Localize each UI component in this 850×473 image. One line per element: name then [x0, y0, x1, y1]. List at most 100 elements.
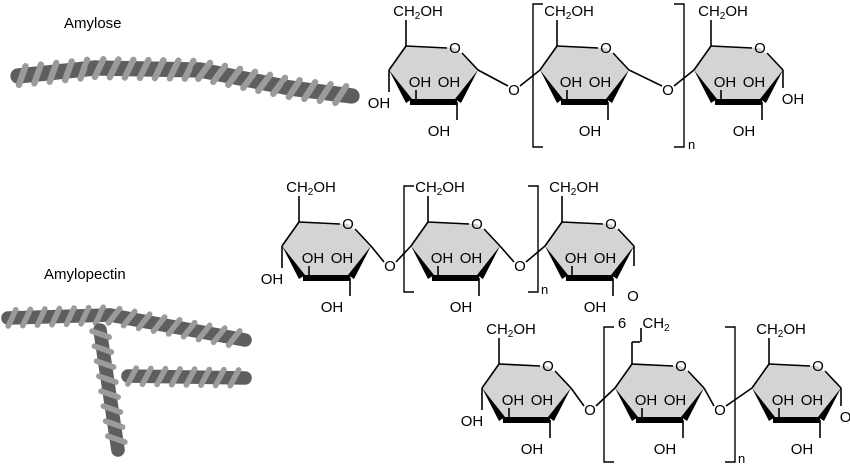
- helix-body: [192, 62, 298, 96]
- helix-turn: [106, 56, 122, 81]
- glycosidic-bond: [673, 69, 695, 87]
- glycosidic-bond: [725, 387, 753, 407]
- ring-bond: [768, 363, 811, 367]
- helix-turn: [198, 366, 213, 389]
- hydroxyl-label-c2: OH: [460, 250, 483, 267]
- glycosidic-oxygen-label: O: [514, 258, 526, 275]
- amylose-helix-segment-1: [10, 56, 103, 89]
- ch2oh-label: CH2OH: [393, 3, 443, 22]
- amylose-title: Amylose: [64, 15, 122, 32]
- ring-fill: [615, 364, 704, 420]
- hydroxyl-label-c2-down: OH: [733, 123, 756, 140]
- ring-wedge: [548, 388, 571, 421]
- helix-turn: [212, 366, 227, 389]
- ring-bond: [751, 363, 770, 389]
- glycosidic-bond: [477, 69, 509, 87]
- hydroxyl-label-c2-down: OH: [579, 123, 602, 140]
- amylopectin-top-repeat-n: n: [541, 282, 548, 297]
- ch2oh-label: CH2OH: [756, 321, 806, 340]
- helix-turn: [96, 373, 119, 385]
- branch-position-label: 6: [618, 315, 626, 332]
- ring-oxygen-label: O: [342, 216, 354, 233]
- helix-turn: [98, 388, 121, 400]
- helix-turn: [270, 74, 289, 97]
- amylopectin-helix-main-1: [1, 304, 117, 329]
- amylopectin-top-repeat-bracket: [403, 185, 539, 293]
- ring-bond: [298, 221, 341, 225]
- ring-fill: [540, 46, 629, 102]
- hydroxyl-label-c2: OH: [801, 392, 824, 409]
- helix-turn: [91, 56, 107, 81]
- glycosidic-bond: [499, 245, 515, 263]
- helix-turn: [195, 322, 213, 343]
- ring-bond: [824, 370, 842, 389]
- ring-fill: [411, 222, 500, 278]
- ring-wedge: [752, 388, 775, 421]
- glycosidic-link-a1: O: [477, 69, 541, 99]
- ring-fill: [545, 222, 634, 278]
- ring-bond: [617, 228, 635, 247]
- ch2oh-label: CH2OH: [698, 3, 748, 22]
- hydroxyl-label-c2-down: OH: [428, 123, 451, 140]
- ring-wedge: [611, 246, 634, 279]
- helix-turn: [46, 59, 60, 85]
- ring-wedge: [694, 70, 717, 103]
- glycosidic-bond: [570, 387, 585, 407]
- hydroxyl-label-c2: OH: [331, 250, 354, 267]
- hydroxyl-label-c1: OH: [782, 91, 805, 108]
- glycosidic-oxygen-label: O: [714, 402, 726, 419]
- helix-body: [103, 308, 252, 347]
- ring-bond: [354, 228, 372, 247]
- helix-turn: [227, 367, 242, 389]
- ch2oh-label: CH2OH: [286, 179, 336, 198]
- ring-bond: [687, 370, 705, 389]
- helix-turn: [135, 311, 153, 332]
- helix-turn: [5, 306, 19, 329]
- hydroxyl-label-c2-down: OH: [584, 299, 607, 316]
- helix-turn: [332, 83, 350, 107]
- ring-wedge: [540, 70, 563, 103]
- glycosidic-bond: [370, 245, 385, 263]
- hydroxyl-label-c2-down: OH: [791, 441, 814, 458]
- hydroxyl-label-c3: OH: [772, 392, 795, 409]
- glycosidic-bond: [395, 245, 412, 263]
- helix-turn: [100, 403, 124, 415]
- glycosidic-link-c2: O: [703, 387, 753, 419]
- ring-wedge: [389, 70, 412, 103]
- glycosidic-bond: [595, 387, 616, 407]
- glycosidic-link-b2: O: [499, 245, 546, 275]
- ring-bond: [483, 228, 501, 247]
- amylopectin-branch-repeat-bracket: [603, 326, 736, 463]
- hydroxyl-label-c3: OH: [565, 250, 588, 267]
- ring-bond: [539, 45, 558, 71]
- helix-turn: [120, 308, 138, 329]
- hydroxyl-label-c3: OH: [714, 74, 737, 91]
- helix-turn: [151, 57, 167, 82]
- helix-turn: [285, 77, 303, 101]
- ring-oxygen-label: O: [449, 40, 461, 57]
- glycosidic-bond: [519, 69, 541, 87]
- hydroxyl-label-c4: OH: [261, 271, 284, 288]
- ch2oh-label: CH2OH: [544, 3, 594, 22]
- ring-bond: [410, 221, 429, 247]
- ring-bond: [554, 370, 572, 389]
- helix-turn: [49, 305, 63, 328]
- helix-turn: [93, 358, 117, 370]
- ring-bond: [281, 221, 300, 247]
- hydroxyl-label-c3: OH: [431, 250, 454, 267]
- helix-turn: [240, 68, 259, 91]
- helix-turn: [15, 63, 29, 89]
- hydroxyl-label-c1: OH: [840, 409, 850, 426]
- ring-bond: [612, 52, 630, 71]
- hydroxyl-label-c3: OH: [635, 392, 658, 409]
- hydroxyl-label-c2-down: OH: [654, 441, 677, 458]
- hydroxyl-label-c2-down: OH: [321, 299, 344, 316]
- ring-wedge: [477, 246, 500, 279]
- ring-bond: [388, 45, 407, 71]
- glycosidic-oxygen-label: O: [508, 82, 520, 99]
- ch2oh-label: CH2OH: [486, 321, 536, 340]
- helix-turn: [180, 319, 198, 340]
